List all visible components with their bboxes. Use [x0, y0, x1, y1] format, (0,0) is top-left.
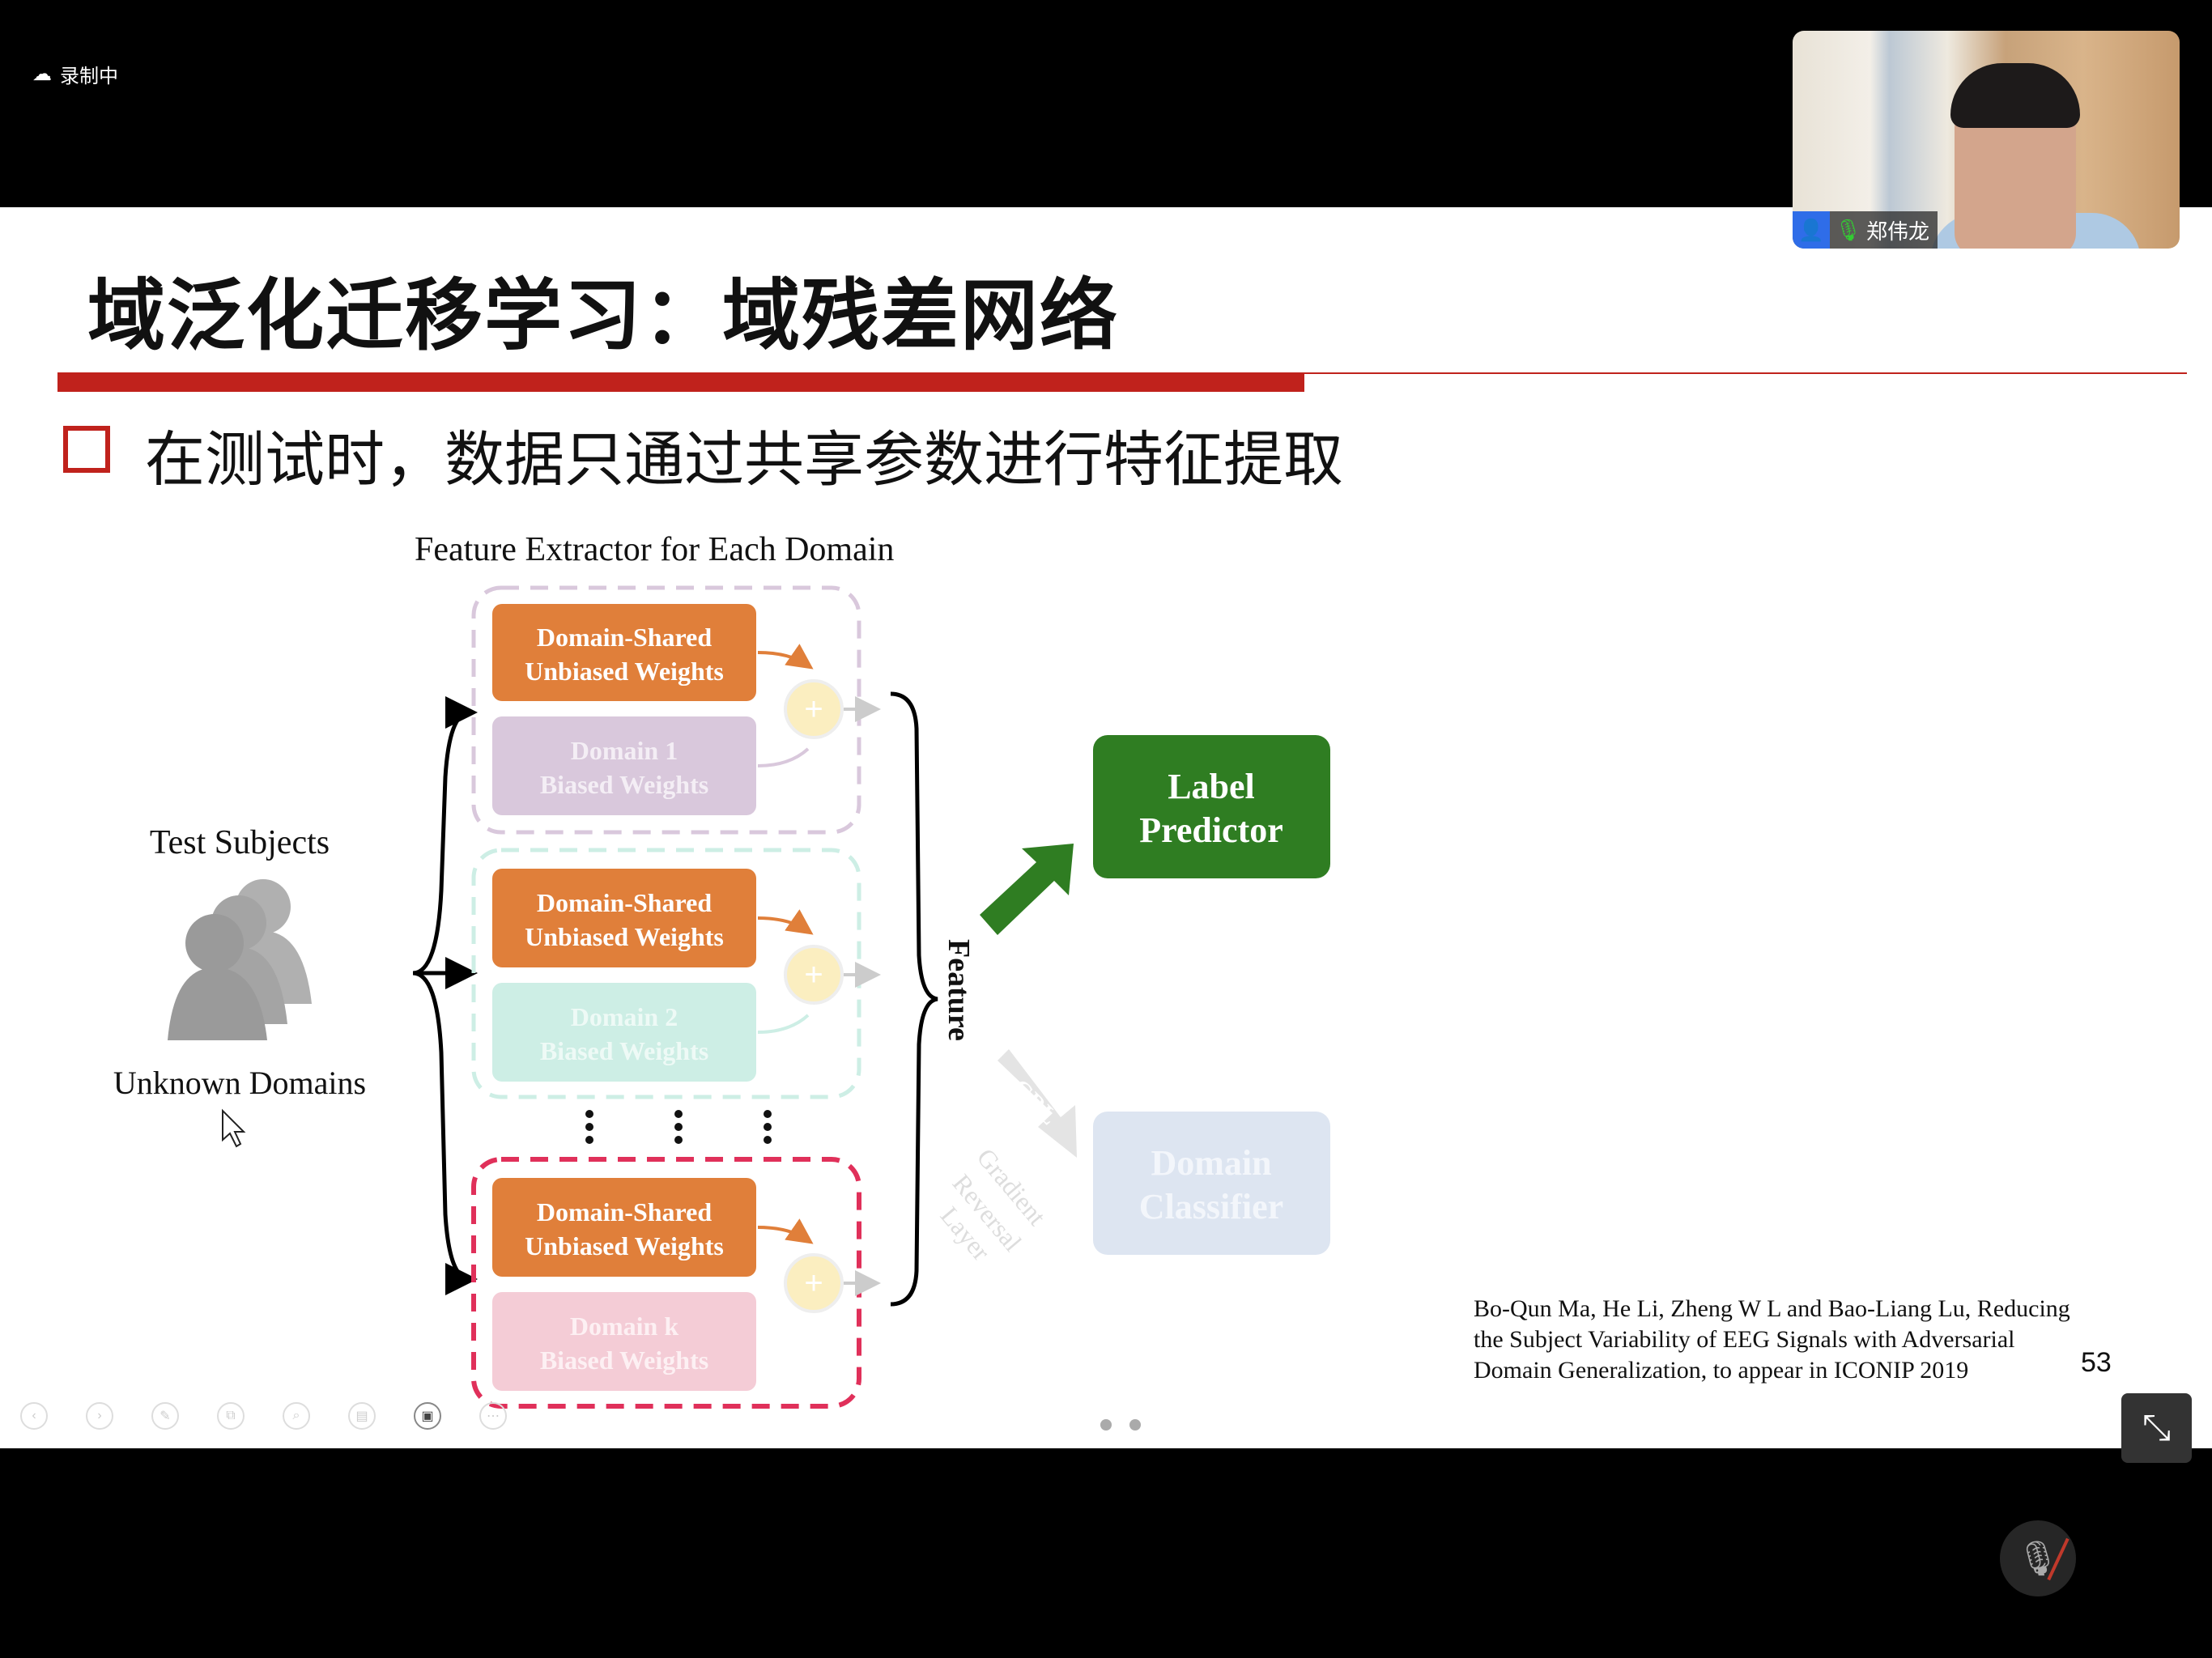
participant-name: 郑伟龙 — [1866, 219, 1930, 244]
ellipsis-dots — [585, 1110, 772, 1144]
biased-label: Domain 1 — [571, 736, 678, 765]
green-arrow-icon — [980, 844, 1074, 935]
page-dot[interactable] — [1129, 1419, 1141, 1431]
mute-button[interactable]: 🎙 — [2000, 1520, 2076, 1596]
grl-arrow-icon — [998, 1049, 1077, 1158]
feature-label: Feature — [942, 939, 976, 1041]
participant-video[interactable]: 👤 🎙 郑伟龙 — [1793, 31, 2180, 249]
plus-icon — [784, 679, 844, 739]
citation-line: Bo-Qun Ma, He Li, Zheng W L and Bao-Lian… — [1474, 1295, 2070, 1322]
citation-line: Domain Generalization, to appear in ICON… — [1474, 1357, 1969, 1384]
svg-text:+: + — [804, 957, 823, 993]
domain-classifier-box — [1093, 1112, 1330, 1255]
plus-icon — [784, 1253, 844, 1313]
zoom-icon[interactable]: ⌕ — [283, 1402, 310, 1430]
camera-icon[interactable]: ▣ — [414, 1402, 441, 1430]
slide-title: 域泛化迁移学习：域残差网络 — [87, 270, 1119, 361]
label-predictor-text: Predictor — [1139, 810, 1283, 850]
user-icon: 👤 — [1793, 211, 1830, 249]
title-underline-line — [1304, 372, 2187, 374]
domain-classifier-text: Classifier — [1139, 1187, 1283, 1226]
recording-indicator: ☁ 录制中 — [32, 60, 118, 88]
biased-label: Biased Weights — [540, 770, 708, 799]
plus-icon — [784, 945, 844, 1005]
extractor-heading: Feature Extractor for Each Domain — [415, 531, 894, 568]
participant-nametag: 👤 🎙 郑伟龙 — [1793, 211, 1938, 249]
biased-label: Domain 2 — [571, 1002, 678, 1031]
biased-label: Biased Weights — [540, 1036, 708, 1065]
shared-label: Unbiased Weights — [525, 657, 724, 686]
bullet-square-icon — [63, 426, 110, 473]
feature-brace — [890, 691, 938, 1307]
shared-label: Unbiased Weights — [525, 1231, 724, 1261]
video-hair — [1950, 63, 2080, 128]
next-icon[interactable]: › — [86, 1402, 113, 1430]
label-predictor-box — [1093, 735, 1330, 878]
biased-label: Biased Weights — [540, 1346, 708, 1375]
recording-label: 录制中 — [60, 66, 118, 87]
page-dot[interactable] — [1100, 1419, 1112, 1431]
fullscreen-button[interactable]: ⤡ — [2121, 1393, 2192, 1463]
biased-weights-box — [492, 716, 756, 815]
mic-icon: 🎙 — [1835, 217, 1862, 242]
copy-icon[interactable]: ⧉ — [217, 1402, 245, 1430]
expand-icon: ⤡ — [2142, 1408, 2172, 1448]
more-icon[interactable]: ⋯ — [479, 1402, 507, 1430]
bullet-text: 在测试时，数据只通过共享参数进行特征提取 — [145, 425, 1343, 495]
split-arrows — [412, 696, 478, 1295]
citation-line: the Subject Variability of EEG Signals w… — [1474, 1326, 2015, 1353]
domain-group-1: Domain-Shared Unbiased Weights Domain 1 … — [471, 585, 881, 835]
cloud-icon: ☁ — [32, 63, 52, 85]
people-icon — [168, 879, 312, 1040]
prev-icon[interactable]: ‹ — [20, 1402, 48, 1430]
shared-label: Unbiased Weights — [525, 922, 724, 951]
shared-label: Domain-Shared — [537, 888, 713, 917]
unknown-domains-label: Unknown Domains — [113, 1065, 366, 1101]
domain-classifier-text: Domain — [1151, 1143, 1271, 1183]
shared-weights-box — [492, 604, 756, 701]
domain-group-2: Domain-Shared Unbiased Weights Domain 2 … — [471, 848, 881, 1099]
label-predictor-text: Label — [1168, 767, 1255, 806]
pen-icon[interactable]: ✎ — [151, 1402, 179, 1430]
citation: Bo-Qun Ma, He Li, Zheng W L and Bao-Lian… — [1474, 1294, 2138, 1386]
svg-text:+: + — [804, 691, 823, 727]
shared-label: Domain-Shared — [537, 1197, 713, 1226]
grid-icon[interactable]: ▤ — [348, 1402, 376, 1430]
page-number: 53 — [2081, 1347, 2112, 1378]
shared-label: Domain-Shared — [537, 623, 713, 652]
grl-full-label: Gradient Reversal Layer — [935, 1142, 1053, 1266]
biased-label: Domain k — [570, 1312, 678, 1341]
title-underline-bar — [57, 372, 1304, 392]
test-subjects-label: Test Subjects — [150, 824, 330, 861]
mic-muted-icon: 🎙 — [2016, 1538, 2060, 1577]
cursor-icon — [222, 1108, 246, 1148]
svg-text:+: + — [804, 1265, 823, 1301]
domain-group-k: Domain-Shared Unbiased Weights Domain k … — [471, 1157, 881, 1409]
